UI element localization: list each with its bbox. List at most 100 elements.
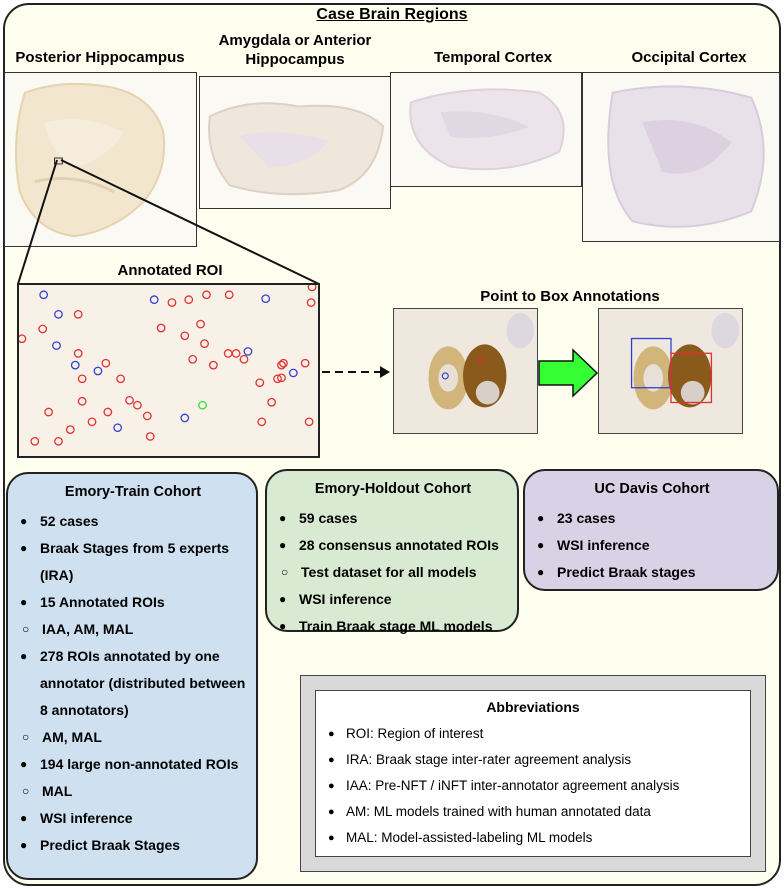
region-label-posterior-hippocampus: Posterior Hippocampus — [15, 49, 185, 66]
roi-marker — [73, 309, 83, 319]
roi-marker — [257, 417, 267, 427]
roi-marker — [65, 425, 75, 434]
roi-marker — [223, 349, 233, 358]
roi-marker — [188, 354, 198, 364]
roi-marker — [30, 436, 40, 446]
roi-marker — [73, 349, 83, 358]
list-item: 52 cases — [20, 508, 246, 535]
annotated-roi-image — [17, 283, 320, 458]
list-item: 278 ROIs annotated by one — [20, 643, 246, 670]
roi-marker — [19, 334, 27, 344]
abbreviation-item: AM: ML models trained with human annotat… — [328, 799, 738, 825]
roi-marker — [44, 407, 53, 417]
roi-marker — [273, 374, 282, 384]
list-item: Predict Braak stages — [537, 559, 767, 586]
roi-marker — [202, 290, 211, 300]
abbreviation-item: MAL: Model-assisted-labeling ML models — [328, 825, 738, 851]
emory-train-cohort: Emory-Train Cohort 52 cases Braak Stages… — [6, 472, 258, 880]
roi-marker — [145, 432, 155, 441]
roi-marker — [133, 400, 142, 410]
emory-holdout-cohort: Emory-Holdout Cohort 59 cases 28 consens… — [265, 469, 519, 640]
roi-marker — [304, 417, 314, 427]
point-to-box-label: Point to Box Annotations — [480, 288, 660, 305]
roi-marker — [239, 354, 249, 364]
emory-holdout-title: Emory-Holdout Cohort — [314, 481, 472, 497]
roi-marker — [243, 347, 253, 356]
roi-marker — [52, 341, 61, 350]
list-item: 194 large non-annotated ROIs — [20, 751, 246, 778]
roi-marker — [77, 374, 87, 384]
list-item: AM, MAL — [20, 724, 246, 751]
roi-marker — [180, 413, 190, 423]
roi-marker — [300, 358, 310, 368]
roi-marker — [125, 395, 134, 405]
list-item: IAA, AM, MAL — [20, 616, 246, 643]
abbreviations-title: Abbreviations — [486, 699, 580, 715]
roi-marker — [39, 290, 49, 300]
roi-marker — [113, 423, 123, 433]
abbreviation-item: IRA: Braak stage inter-rater agreement a… — [328, 747, 738, 773]
roi-marker — [70, 360, 80, 370]
roi-marker — [167, 298, 177, 307]
roi-marker — [307, 285, 317, 292]
list-item: (IRA) — [40, 567, 74, 583]
list-item: Predict Braak Stages — [20, 832, 246, 859]
list-item: Train Braak stage ML models — [279, 613, 507, 640]
roi-marker — [231, 349, 241, 358]
list-item: Test dataset for all models — [279, 559, 507, 586]
abbreviation-item: ROI: Region of interest — [328, 721, 738, 747]
roi-marker — [38, 324, 48, 334]
emory-train-title: Emory-Train Cohort — [64, 484, 202, 500]
region-label-occipital-cortex: Occipital Cortex — [631, 49, 747, 66]
slide-amygdala — [199, 76, 391, 209]
roi-marker — [116, 374, 126, 384]
region-label-amygdala: Amygdala or Anterior Hippocampus — [218, 32, 372, 68]
uc-davis-title: UC Davis Cohort — [594, 481, 710, 497]
list-item: 23 cases — [537, 505, 767, 532]
roi-marker — [93, 366, 103, 376]
list-item: 59 cases — [279, 505, 507, 532]
annotated-roi-label: Annotated ROI — [117, 262, 223, 279]
roi-marker — [277, 360, 286, 370]
roi-marker — [184, 295, 194, 305]
roi-marker — [149, 295, 159, 305]
figure-title: Case Brain Regions — [316, 6, 468, 23]
roi-marker — [87, 417, 97, 427]
slide-posterior-hippocampus — [4, 72, 197, 247]
roi-marker — [103, 407, 113, 417]
roi-marker — [54, 436, 63, 446]
roi-marker — [77, 396, 87, 406]
abbreviations-box: Abbreviations ROI: Region of interest IR… — [300, 675, 766, 872]
roi-marker — [261, 294, 271, 304]
list-item: 15 Annotated ROIs — [20, 589, 246, 616]
roi-marker — [180, 331, 190, 341]
list-item: 8 annotators) — [40, 702, 129, 718]
list-item: WSI inference — [20, 805, 246, 832]
roi-marker — [267, 397, 277, 407]
uc-davis-cohort: UC Davis Cohort 23 cases WSI inference P… — [523, 469, 779, 591]
list-item: annotator (distributed between — [40, 675, 246, 691]
roi-marker — [196, 319, 205, 329]
roi-marker — [101, 358, 111, 368]
roi-marker — [54, 309, 63, 319]
abbreviation-item: IAA: Pre-NFT / iNFT inter-annotator agre… — [328, 773, 738, 799]
roi-marker — [255, 378, 265, 388]
roi-marker — [279, 358, 288, 368]
green-arrow — [538, 348, 599, 398]
roi-marker — [156, 323, 166, 333]
slide-occipital-cortex — [582, 72, 780, 242]
slide-temporal-cortex — [390, 72, 582, 187]
roi-marker — [142, 411, 152, 421]
roi-marker — [209, 360, 218, 370]
roi-marker — [288, 368, 298, 378]
roi-marker — [224, 290, 234, 300]
region-label-temporal-cortex: Temporal Cortex — [433, 49, 553, 66]
list-item: 28 consensus annotated ROIs — [279, 532, 507, 559]
list-item: Braak Stages from 5 experts — [20, 535, 246, 562]
abbreviations-panel: Abbreviations ROI: Region of interest IR… — [315, 690, 751, 857]
list-item: MAL — [20, 778, 246, 805]
list-item: WSI inference — [279, 586, 507, 613]
point-annotation-crop — [393, 308, 538, 434]
roi-marker — [277, 373, 286, 383]
box-annotation-crop — [598, 308, 743, 434]
